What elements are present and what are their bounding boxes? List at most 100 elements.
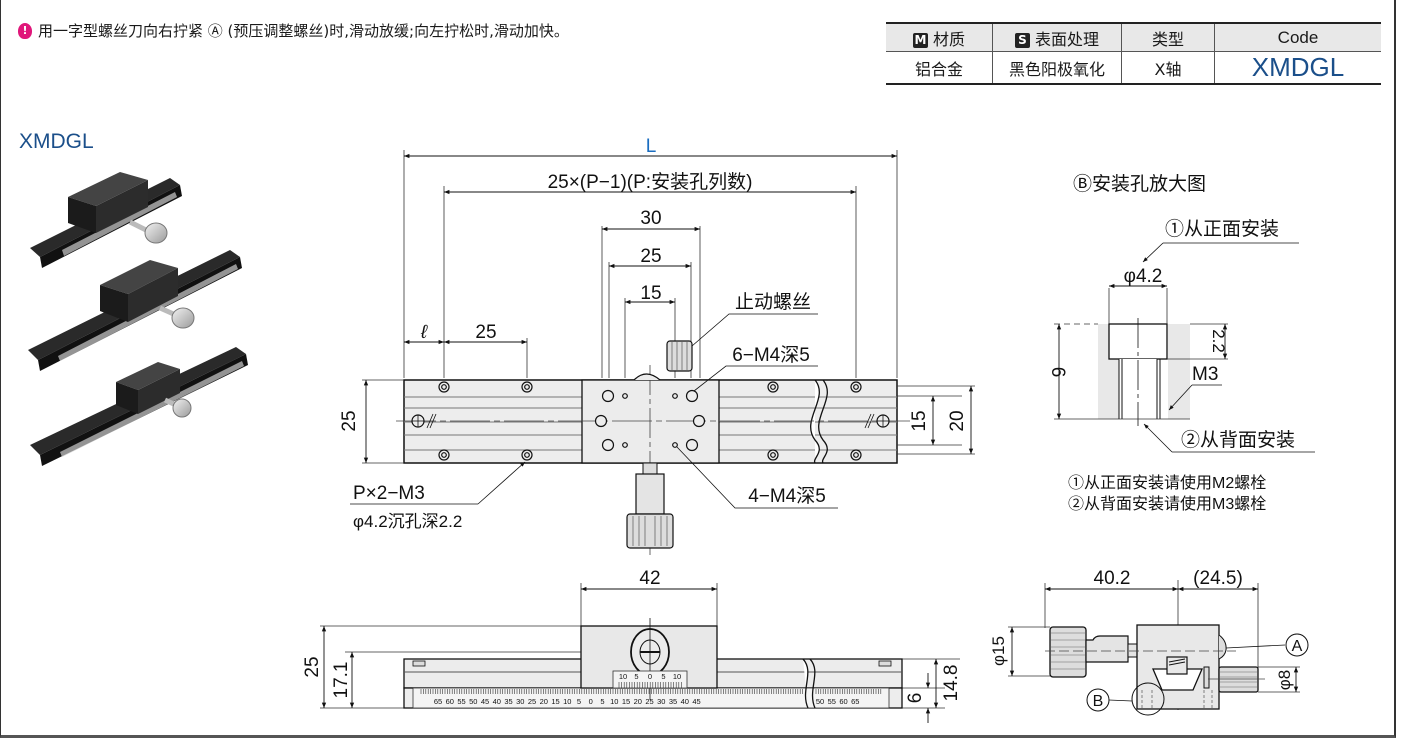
xy-stage-medium-photo <box>28 250 242 371</box>
scale-label: 65 <box>434 697 442 706</box>
scale-label: 10 <box>610 697 618 706</box>
dim-14-8: 14.8 <box>941 665 962 702</box>
scale-label: 15 <box>551 697 559 706</box>
detail-view <box>1054 242 1315 453</box>
mount-holes-label-1: P×2−M3 <box>353 483 425 504</box>
scale-label: 30 <box>657 697 665 706</box>
scale-label: 25 <box>528 697 536 706</box>
scale-label: 55 <box>828 697 836 706</box>
thread-label: M3 <box>1192 364 1218 385</box>
dim-25-height: 25 <box>339 410 360 431</box>
scale-ticks <box>420 689 882 694</box>
scale-label: 20 <box>540 697 548 706</box>
dim-15-right: 15 <box>909 410 930 431</box>
side-view-labels: 40.2 (24.5) φ15 φ8 A B <box>989 568 1303 710</box>
value-type: X轴 <box>1121 51 1215 85</box>
dim-25-top: 25 <box>640 246 661 267</box>
dim-30: 30 <box>640 208 661 229</box>
scale-label: 45 <box>481 697 489 706</box>
scale-label: 50 <box>816 697 824 706</box>
scale-label: 15 <box>622 697 630 706</box>
front-view-labels: 42 25 17.1 14.8 6 <box>302 568 962 703</box>
scale-label: 35 <box>669 697 677 706</box>
scale-label: 0 <box>589 697 593 706</box>
vernier-label: 5 <box>661 672 665 681</box>
stop-screw-knob-icon <box>666 340 693 372</box>
product-photos <box>28 172 248 466</box>
callout-b-icon <box>1086 688 1110 712</box>
scale-label: 65 <box>851 697 859 706</box>
vernier-label: 0 <box>648 672 652 681</box>
mount-holes-label-2: φ4.2沉孔深2.2 <box>353 512 462 531</box>
callout-b-label: B <box>1093 693 1104 710</box>
tapped-6-label: 6−M4深5 <box>732 344 810 366</box>
scale-label: 45 <box>692 697 700 706</box>
dim-25-front: 25 <box>302 656 323 677</box>
dim-25-pitch: 25 <box>475 322 496 343</box>
dim-phi8: φ8 <box>1275 670 1294 690</box>
scale-label: 5 <box>577 697 581 706</box>
scale-label: 10 <box>563 697 571 706</box>
dim-20-right: 20 <box>947 410 968 431</box>
dim-l: ℓ <box>420 322 428 343</box>
dia-label: φ4.2 <box>1124 266 1163 287</box>
xy-stage-long-photo <box>30 347 248 466</box>
dim-17-1: 17.1 <box>331 662 352 699</box>
xy-stage-short-photo <box>30 172 182 268</box>
scale-label: 60 <box>446 697 454 706</box>
back-mount-label: ②从背面安装 <box>1181 429 1295 451</box>
scale-label: 40 <box>681 697 689 706</box>
product-title: XMDGL <box>19 130 94 153</box>
depth-label: 2.2 <box>1209 329 1228 353</box>
dim-24-5: (24.5) <box>1193 568 1243 589</box>
side-view <box>1008 580 1309 716</box>
dim-L: L <box>646 136 657 157</box>
header-code: Code <box>1214 22 1381 52</box>
dim-pitch-total: 25×(P−1)(P:安装孔列数) <box>548 171 753 193</box>
callout-a-label: A <box>1292 638 1303 655</box>
drawing-frame <box>0 0 1396 738</box>
top-view <box>350 150 975 555</box>
adjustment-note: ! 用一字型螺丝刀向右拧紧 Ⓐ (预压调整螺丝)时,滑动放缓;向左拧松时,滑动加… <box>18 20 569 41</box>
detail-title: Ⓑ安装孔放大图 <box>1073 173 1206 195</box>
spec-value-row: 铝合金 黑色阳极氧化 X轴 XMDGL <box>886 51 1381 85</box>
side-knob-icon <box>1049 626 1087 678</box>
top-view-labels: L 25×(P−1)(P:安装孔列数) 30 25 15 ℓ 25 止动螺丝 6… <box>339 136 968 531</box>
value-code[interactable]: XMDGL <box>1214 51 1381 85</box>
front-mount-label: ①从正面安装 <box>1165 218 1279 240</box>
scale-label: 25 <box>645 697 653 706</box>
scale-label: 30 <box>516 697 524 706</box>
value-material: 铝合金 <box>886 51 993 85</box>
scale-label: 40 <box>493 697 501 706</box>
note-text: 用一字型螺丝刀向右拧紧 Ⓐ (预压调整螺丝)时,滑动放缓;向左拧松时,滑动加快。 <box>38 22 569 40</box>
surface-badge-icon: S <box>1014 32 1030 48</box>
vernier-label: 5 <box>634 672 638 681</box>
detail-view-labels: Ⓑ安装孔放大图 ①从正面安装 φ4.2 2.2 6 M3 ②从背面安装 ①从正面… <box>1047 173 1295 513</box>
header-type: 类型 <box>1121 22 1215 52</box>
tapped-4-label: 4−M4深5 <box>748 485 826 507</box>
scale-label: 50 <box>469 697 477 706</box>
dim-40-2: 40.2 <box>1094 568 1131 589</box>
height-label: 6 <box>1047 367 1068 378</box>
vernier-label: 10 <box>619 672 627 681</box>
caution-bulb-icon: ! <box>18 22 32 39</box>
dim-6-front: 6 <box>905 693 926 704</box>
dim-15-top: 15 <box>640 283 661 304</box>
feed-knob-icon <box>626 513 674 549</box>
stop-screw-label: 止动螺丝 <box>735 291 811 313</box>
dim-42: 42 <box>639 568 660 589</box>
callout-a-icon <box>1285 633 1309 657</box>
mount-note-2: ②从背面安装请使用M3螺栓 <box>1068 495 1266 513</box>
mount-note-1: ①从正面安装请使用M2螺栓 <box>1068 474 1266 492</box>
scale-label: 35 <box>504 697 512 706</box>
material-badge-icon: M <box>912 32 928 48</box>
scale-label: 20 <box>634 697 642 706</box>
scale-label: 60 <box>839 697 847 706</box>
